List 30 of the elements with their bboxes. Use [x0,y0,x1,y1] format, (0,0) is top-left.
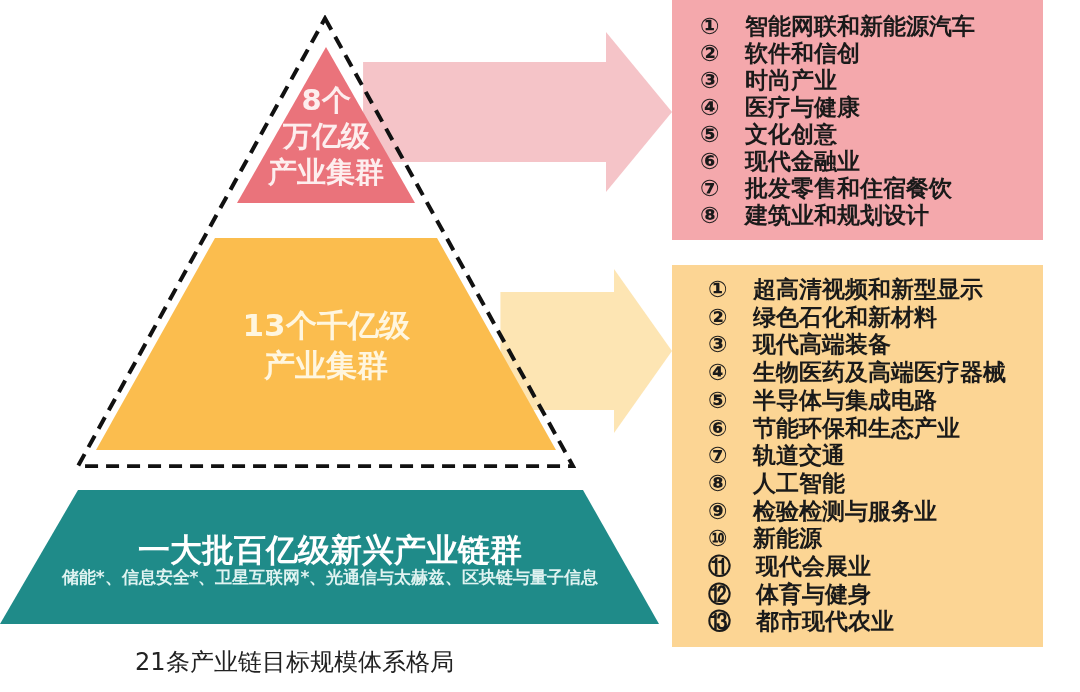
tier-heading: 一大批百亿级新兴产业链群 [138,531,522,569]
list-item: ⑤ 半导体与集成电路 [708,386,937,415]
list-item: ⑥ 现代金融业 [700,148,860,175]
list-item: ③ 时尚产业 [700,67,837,94]
tier-subtitle: 储能*、信息安全*、卫星互联网*、光通信与太赫兹、区块链与量子信息 [61,567,599,588]
list-item: ⑧ 建筑业和规划设计 [700,202,929,229]
list-panel [672,265,1043,647]
list-item: ⑦ 批发零售和住宿餐饮 [700,175,952,202]
list-item: ⑬ 都市现代农业 [708,608,895,637]
tier-label: 13个千亿级产业集群 [242,306,410,385]
list-panel [672,0,1043,240]
list-item: ⑤ 文化创意 [700,121,837,148]
tier-label: 8个万亿级产业集群 [268,82,384,190]
block-arrow [363,32,672,192]
list-item: ⑫ 体育与健身 [708,580,872,609]
list-item: ⑩ 新能源 [708,525,822,554]
list-item: ② 软件和信创 [700,40,860,67]
list-item: ⑨ 检验检测与服务业 [708,497,937,526]
list-item: ① 超高清视频和新型显示 [708,276,983,304]
list-item: ⑧ 人工智能 [708,469,845,498]
list-item: ④ 生物医药及高端医疗器械 [708,359,1006,387]
list-item: ② 绿色石化和新材料 [708,303,937,332]
list-item: ⑪ 现代会展业 [708,553,872,581]
block-arrow [500,269,672,433]
list-item: ⑥ 节能环保和生态产业 [708,414,960,443]
list-item: ① 智能网联和新能源汽车 [700,13,975,40]
caption: 21条产业链目标规模体系格局 [135,647,454,678]
list-item: ③ 现代高端装备 [708,331,891,360]
list-item: ④ 医疗与健康 [700,94,860,121]
list-item: ⑦ 轨道交通 [708,442,845,470]
